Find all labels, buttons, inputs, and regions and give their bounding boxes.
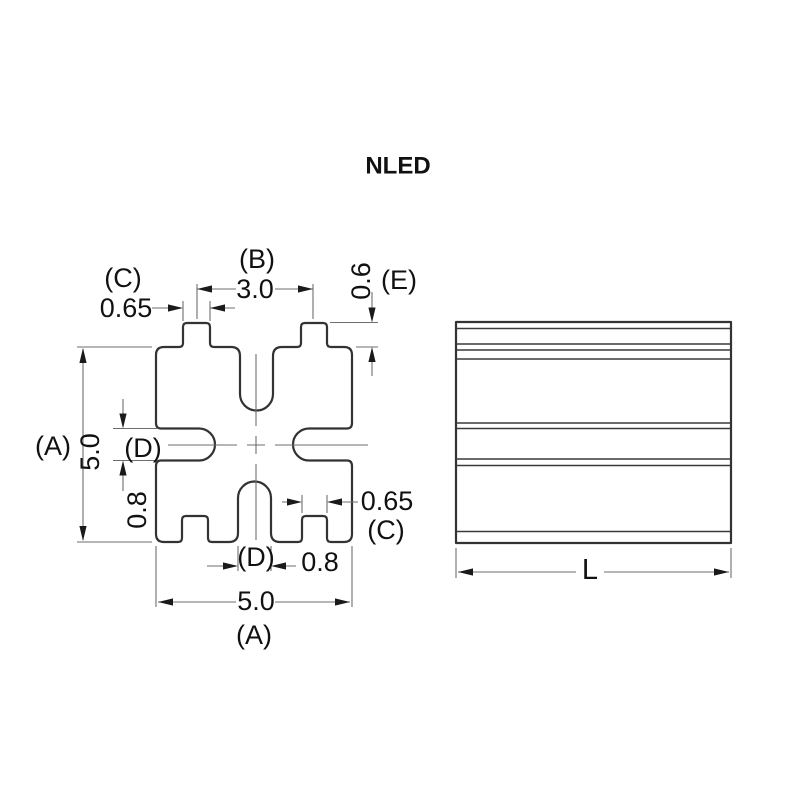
dim-e-top-lines [330,292,378,376]
dim-c-bottom-label: (C) [367,515,404,545]
dim-c-top: (C) 0.65 [100,263,235,323]
dim-a-bottom: 5.0 (A) [155,546,353,650]
dim-d-left: (D) 0.8 [113,399,162,529]
dim-b-top: (B) 3.0 [196,244,314,319]
side-view-outline [454,320,733,545]
dim-d-left-label: (D) [124,433,161,463]
dim-e-top-label: (E) [381,265,417,295]
dim-d-bottom-value: 0.8 [301,547,339,577]
dim-a-bottom-lines [155,546,353,607]
dim-a-left-label: (A) [35,431,71,461]
dim-a-left-lines [77,346,152,543]
dim-e-top-value: 0.6 [346,262,376,300]
centerlines [168,354,368,540]
dim-d-left-lines [113,399,157,491]
side-view: L [454,320,733,586]
dim-d-left-value: 0.8 [122,491,152,529]
dim-c-bottom-arrows [287,498,342,506]
dim-d-left-arrows [119,413,127,476]
dim-a-bottom-value: 5.0 [237,586,275,616]
dim-c-bottom-value: 0.65 [361,486,414,516]
dim-length: L [455,548,732,586]
dim-length-label: L [582,554,598,586]
dim-d-bottom-label: (D) [237,542,274,572]
dim-e-top-arrows [368,307,376,362]
side-view-profile-lines [456,327,731,533]
dim-d-bottom-arrows [223,562,286,570]
dim-length-lines [455,548,732,578]
dim-c-top-label: (C) [104,263,141,293]
dim-c-bottom: 0.65 (C) [282,486,413,545]
front-view-outline [154,321,354,544]
dim-a-bottom-label: (A) [236,620,272,650]
dim-b-top-value: 3.0 [236,274,274,304]
dim-a-left-value: 5.0 [75,433,105,471]
drawing-title: NLED [365,153,430,180]
dim-e-top: 0.6 (E) [330,262,417,376]
dim-d-bottom: (D) 0.8 [207,542,339,577]
dim-d-bottom-lines [207,546,296,571]
dim-b-top-label: (B) [239,244,275,274]
dim-a-left: (A) 5.0 [35,346,152,543]
dim-c-top-value: 0.65 [100,293,153,323]
dim-b-top-lines [196,284,314,319]
front-view: (C) 0.65 (B) 3.0 0.6 (E) (A) 5.0 [35,244,417,650]
dim-c-bottom-lines [282,495,358,513]
dim-c-top-arrows [168,304,225,312]
